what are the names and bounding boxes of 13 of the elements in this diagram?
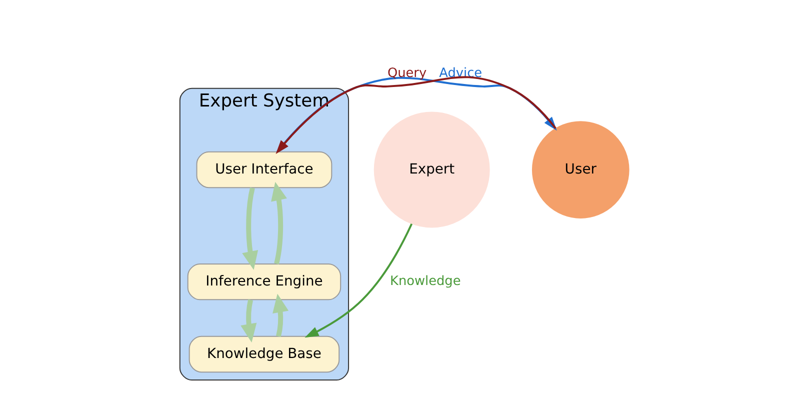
node-box: Inference Engine [186, 263, 341, 300]
node-circle: Expert [373, 112, 490, 228]
edge-label: Advice [438, 66, 482, 81]
arrow [304, 223, 412, 338]
edge-label: Knowledge [390, 274, 460, 290]
arrow [242, 187, 258, 270]
arrow [272, 294, 288, 337]
arrow [240, 299, 256, 342]
node-box: Knowledge Base [188, 336, 340, 373]
node-circle: User [531, 121, 629, 218]
node-box: User Interface [196, 151, 332, 188]
edge-label: Query [386, 66, 426, 81]
arrow [270, 182, 286, 264]
